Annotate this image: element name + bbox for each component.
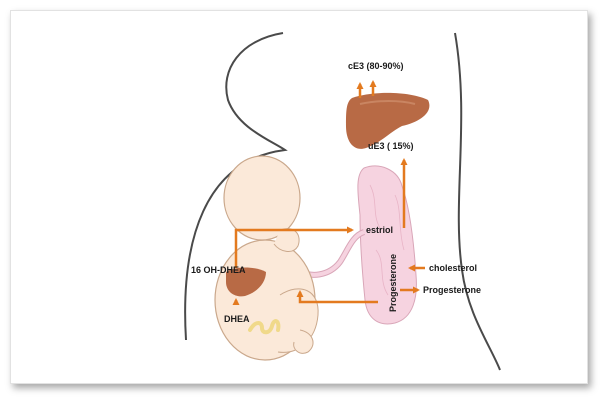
label-cholesterol: cholesterol <box>429 263 477 273</box>
mother-body-outline <box>184 32 288 341</box>
fetus-head <box>223 155 301 241</box>
label-conjugated-estriol: cE3 (80-90%) <box>348 61 404 71</box>
label-unconjugated-estriol: uE3 ( 15%) <box>368 141 414 151</box>
mother-back-outline <box>454 32 501 371</box>
label-progesterone-placenta: Progesterone <box>388 254 398 312</box>
label-progesterone-out: Progesterone <box>423 285 481 295</box>
fetal-liver <box>226 267 266 297</box>
pathway-arrows <box>232 80 425 305</box>
fetus-foot <box>293 329 314 354</box>
label-16oh-dhea: 16 OH-DHEA <box>191 265 246 275</box>
placenta <box>357 165 417 325</box>
maternal-liver <box>346 92 430 149</box>
maternal-liver-highlight <box>359 100 416 105</box>
label-dhea: DHEA <box>224 314 250 324</box>
label-estriol: estriol <box>366 225 393 235</box>
arrow-16oh-to-estriol <box>234 226 354 268</box>
placenta-texture <box>369 184 405 296</box>
arrow-placenta-to-fetus <box>296 290 378 304</box>
fetal-adrenal-gland <box>248 319 281 335</box>
